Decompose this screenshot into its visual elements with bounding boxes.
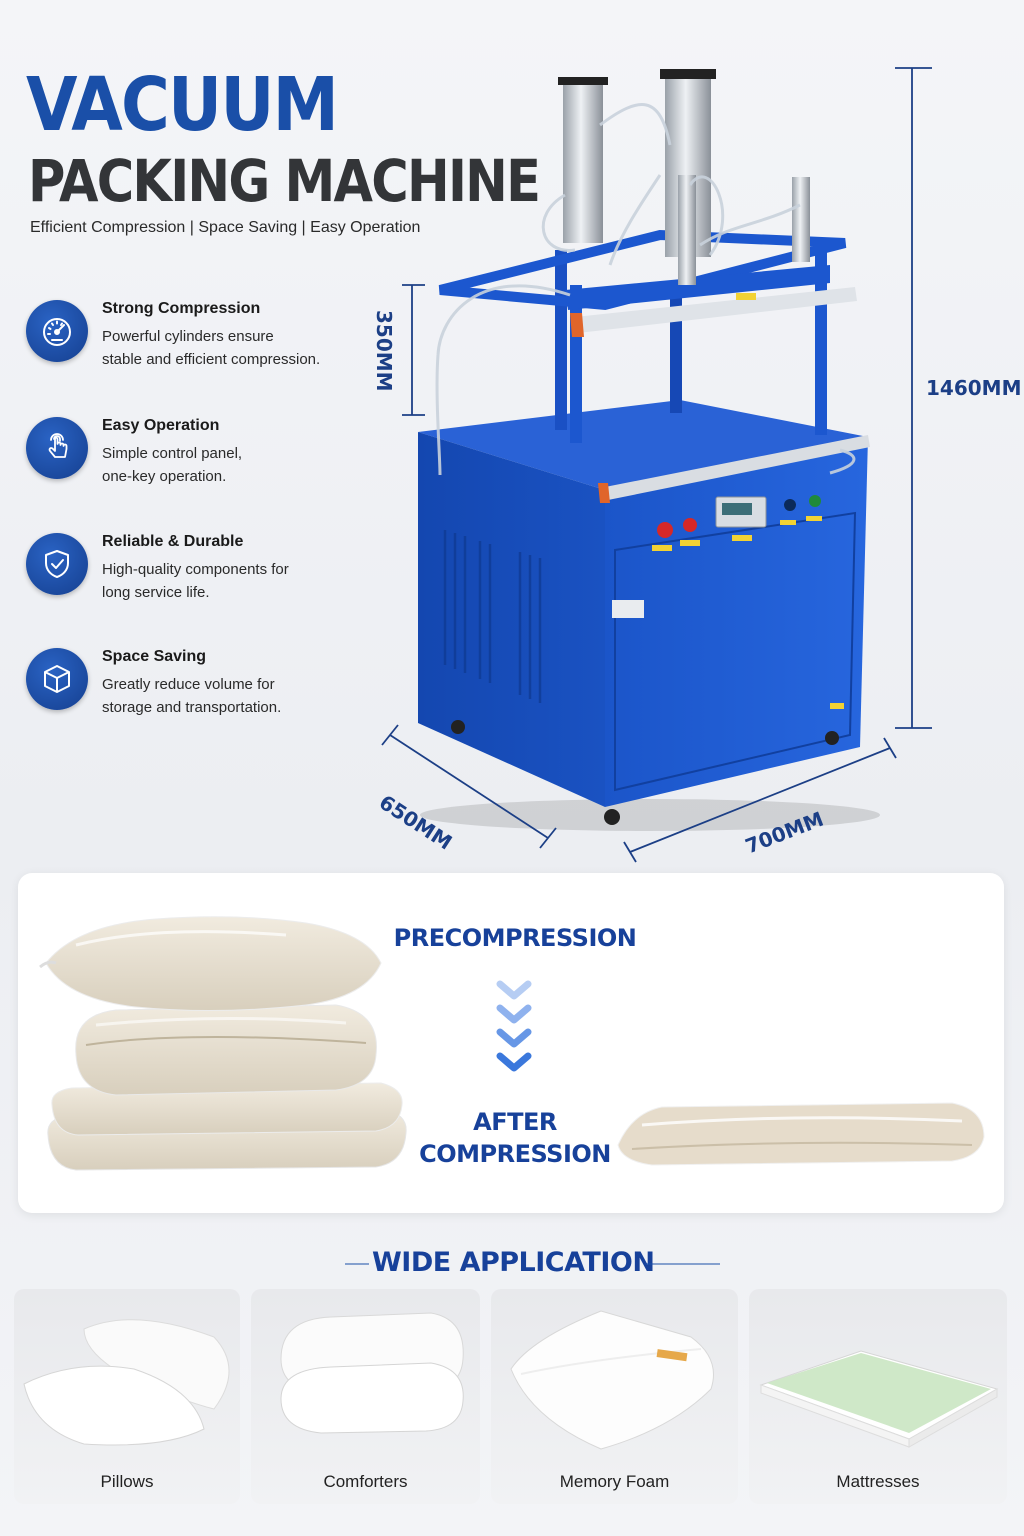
application-card-memory-foam: Memory Foam <box>491 1289 738 1504</box>
touch-icon <box>26 417 88 479</box>
heading-divider-left <box>345 1263 369 1265</box>
feature-title: Strong Compression <box>102 300 261 317</box>
comforters-image <box>280 1312 464 1434</box>
application-card-pillows: Pillows <box>14 1289 240 1504</box>
pillows-image <box>23 1319 230 1446</box>
feature-title: Easy Operation <box>102 417 220 434</box>
memory-foam-image <box>510 1310 714 1450</box>
applications-heading: WIDE APPLICATION <box>372 1247 655 1278</box>
application-label: Mattresses <box>836 1472 920 1491</box>
after-compression-bag-image <box>617 1102 985 1166</box>
dimension-height-label: 1460MM <box>926 376 1022 400</box>
page-title: VACUUM <box>26 62 339 148</box>
chevron-down-icon <box>496 980 532 1072</box>
precompression-label: PRECOMPRESSION <box>393 924 637 952</box>
application-label: Memory Foam <box>559 1472 670 1491</box>
vacuum-machine-illustration <box>418 69 880 831</box>
feature-title: Reliable & Durable <box>102 533 244 550</box>
feature-description: Simple control panel,one-key operation. <box>102 445 243 485</box>
feature-strong-compression: Strong Compression Powerful cylinders en… <box>26 300 346 390</box>
precompression-bags-image <box>39 916 409 1171</box>
page-subtitle: PACKING MACHINE <box>28 147 541 215</box>
feature-title: Space Saving <box>102 648 207 665</box>
shield-check-icon <box>26 533 88 595</box>
gauge-icon <box>26 300 88 362</box>
feature-easy-operation: Easy Operation Simple control panel,one-… <box>26 417 346 507</box>
cube-icon <box>26 648 88 710</box>
feature-reliable-durable: Reliable & Durable High-quality componen… <box>26 533 346 623</box>
application-label: Pillows <box>100 1472 154 1491</box>
application-label: Comforters <box>323 1472 408 1491</box>
dimension-lines <box>381 67 932 863</box>
application-card-mattresses: Mattresses <box>749 1289 1007 1504</box>
heading-divider-right <box>645 1263 720 1265</box>
application-card-comforters: Comforters <box>251 1289 480 1504</box>
mattress-image <box>759 1350 999 1448</box>
tagline: Efficient Compression | Space Saving | E… <box>30 219 421 236</box>
dimension-stroke-label: 350MM <box>372 310 396 392</box>
after-compression-label: AFTER COMPRESSION <box>419 1108 611 1168</box>
